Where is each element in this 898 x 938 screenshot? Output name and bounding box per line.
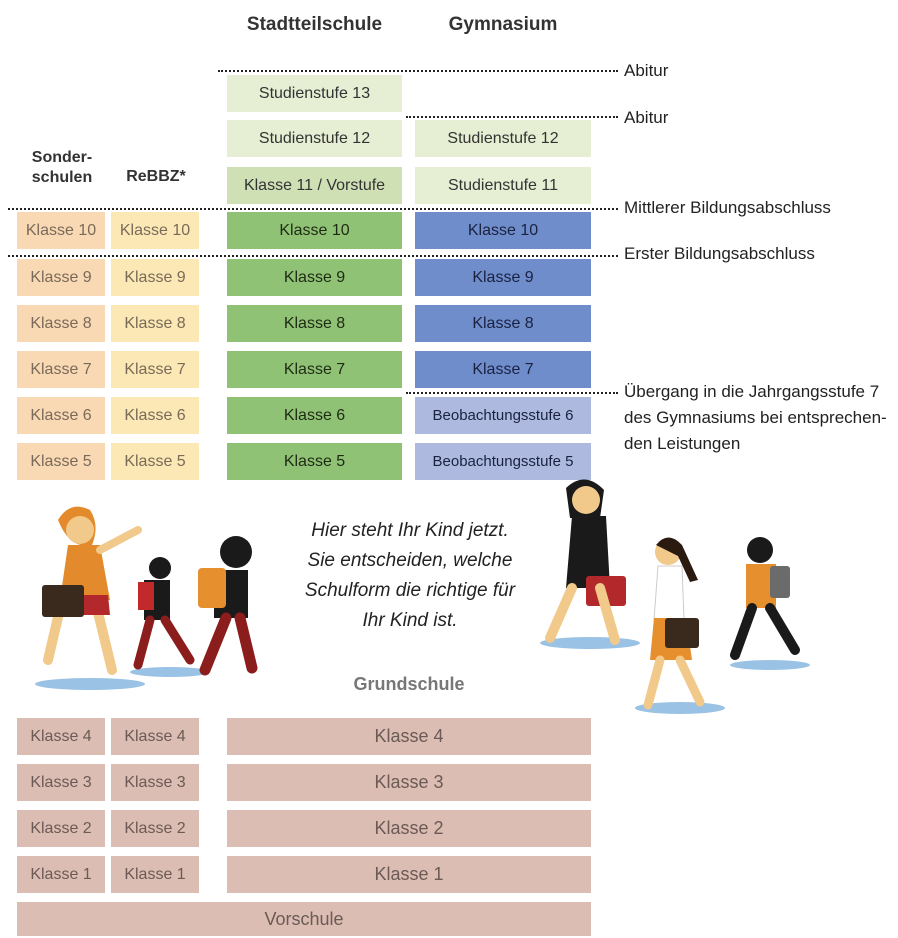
small-boy-figure [133,557,195,670]
sonder-klasse-7: Klasse 7 [17,351,105,388]
line-abitur-gym [406,116,618,118]
sonder-klasse-6: Klasse 6 [17,397,105,434]
gym-klasse-7: Klasse 7 [415,351,591,388]
gym-klasse-10: Klasse 10 [415,212,591,249]
gs-klasse-4: Klasse 4 [227,718,591,755]
sts-studienstufe-12: Studienstufe 12 [227,120,402,157]
rebbz-klasse-10: Klasse 10 [111,212,199,249]
girl-black-dress-figure [545,479,626,645]
sts-klasse-6: Klasse 6 [227,397,402,434]
shadow-right-3 [730,660,810,670]
header-sonderschulen-line1: Sonder- [31,149,93,166]
label-uebergang-3: den Leistungen [624,434,741,453]
sonder-klasse-8: Klasse 8 [17,305,105,342]
line-abitur-sts [218,70,618,72]
gym-klasse-9: Klasse 9 [415,259,591,296]
girl-orange-hair-figure [42,506,142,675]
girl-orange-skirt-figure [643,537,705,710]
sts-klasse-9: Klasse 9 [227,259,402,296]
gs-sonder-klasse-4: Klasse 4 [17,718,105,755]
rebbz-klasse-8: Klasse 8 [111,305,199,342]
gym-studienstufe-12: Studienstufe 12 [415,120,591,157]
gs-sonder-klasse-2: Klasse 2 [17,810,105,847]
gs-rebbz-klasse-1: Klasse 1 [111,856,199,893]
quote-line-2: Sie entscheiden, welche [307,550,513,571]
quote-line-1: Hier steht Ihr Kind jetzt. [311,520,509,541]
sts-klasse-11-vorstufe: Klasse 11 / Vorstufe [227,167,402,204]
gs-sonder-klasse-1: Klasse 1 [17,856,105,893]
rebbz-klasse-9: Klasse 9 [111,259,199,296]
header-grundschule: Grundschule [353,674,465,694]
sts-klasse-8: Klasse 8 [227,305,402,342]
sts-klasse-10: Klasse 10 [227,212,402,249]
line-erster [8,255,618,257]
gym-beobachtungsstufe-6: Beobachtungsstufe 6 [415,397,591,434]
label-uebergang-1: Übergang in die Jahrgangsstufe 7 [624,382,880,401]
gs-klasse-2: Klasse 2 [227,810,591,847]
header-stadtteilschule: Stadtteilschule [246,14,383,35]
quote-line-3: Schulform die richtige für [304,580,516,601]
boy-orange-backpack-figure [198,536,258,676]
line-mittlerer [8,208,618,210]
sonder-klasse-10: Klasse 10 [17,212,105,249]
gs-klasse-3: Klasse 3 [227,764,591,801]
sts-klasse-5: Klasse 5 [227,443,402,480]
label-mittlerer: Mittlerer Bildungsabschluss [624,198,831,217]
label-abitur-1: Abitur [624,61,669,80]
quote-text: Hier steht Ihr Kind jetzt. Sie entscheid… [260,516,560,636]
gym-studienstufe-11: Studienstufe 11 [415,167,591,204]
shadow-left-2 [130,667,210,677]
gym-beobachtungsstufe-5: Beobachtungsstufe 5 [415,443,591,480]
header-sonderschulen: Sonder- schulen [17,148,107,188]
gs-sonder-klasse-3: Klasse 3 [17,764,105,801]
line-uebergang [406,392,618,394]
rebbz-klasse-5: Klasse 5 [111,443,199,480]
gs-rebbz-klasse-2: Klasse 2 [111,810,199,847]
gs-klasse-1: Klasse 1 [227,856,591,893]
vorschule: Vorschule [17,902,591,936]
sts-klasse-7: Klasse 7 [227,351,402,388]
sonder-klasse-5: Klasse 5 [17,443,105,480]
header-sonderschulen-line2: schulen [31,169,93,186]
header-rebbz: ReBBZ* [126,168,186,185]
shadow-left [35,678,145,690]
quote-line-4: Ihr Kind ist. [362,610,458,631]
label-erster: Erster Bildungsabschluss [624,244,815,263]
label-abitur-2: Abitur [624,108,669,127]
rebbz-klasse-6: Klasse 6 [111,397,199,434]
sonder-klasse-9: Klasse 9 [17,259,105,296]
rebbz-klasse-7: Klasse 7 [111,351,199,388]
gym-klasse-8: Klasse 8 [415,305,591,342]
label-uebergang-2: des Gymnasiums bei entsprechen- [624,408,887,427]
header-gymnasium: Gymnasium [448,14,558,35]
gs-rebbz-klasse-3: Klasse 3 [111,764,199,801]
boy-grey-backpack-figure [730,537,800,660]
sts-studienstufe-13: Studienstufe 13 [227,75,402,112]
gs-rebbz-klasse-4: Klasse 4 [111,718,199,755]
